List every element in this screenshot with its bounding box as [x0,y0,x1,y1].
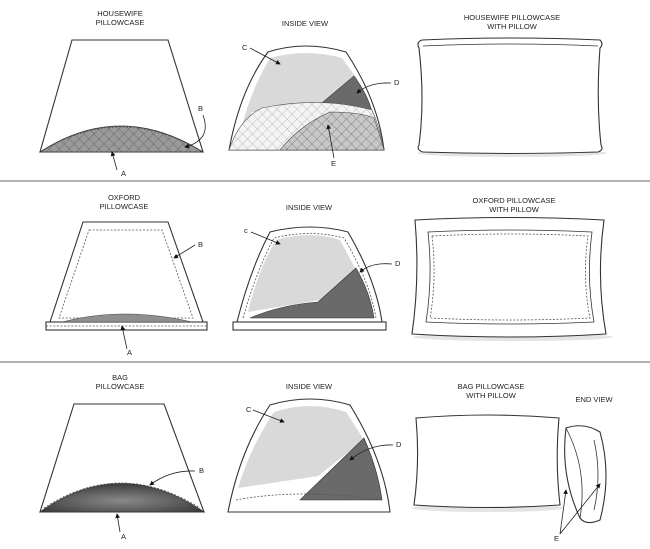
bag-inside-label-c: C [246,405,252,414]
bag-inside-view: INSIDE VIEW C D [227,382,402,513]
bag-pillow-title-1: BAG PILLOWCASE [458,382,525,391]
oxford-pillow-stitch [429,233,591,321]
housewife-inside-pillow [238,53,358,142]
bag-flat-seam [43,482,201,509]
housewife-leader-e [326,124,335,159]
housewife-leader-c [249,47,281,65]
housewife-inside-title: INSIDE VIEW [282,19,329,28]
oxford-inside-title: INSIDE VIEW [286,203,333,212]
bag-leader-e-1 [559,489,568,535]
oxford-inside-view: INSIDE VIEW c D [232,203,401,331]
oxford-leader-b [173,244,196,259]
oxford-flat-title-1: OXFORD [108,193,141,202]
bag-flat-title-2: PILLOWCASE [96,382,145,391]
row-housewife: HOUSEWIFE PILLOWCASE B A INSIDE VIEW C D… [38,9,607,178]
bag-inside-title: INSIDE VIEW [286,382,333,391]
bag-pillow-view: BAG PILLOWCASE WITH PILLOW [412,382,564,512]
bag-end-view: END VIEW E [554,395,613,543]
housewife-flat-label-b: B [198,104,203,113]
oxford-inside-label-d: D [395,259,401,268]
oxford-leader-a [120,325,128,350]
bag-inside-flap-dark [299,437,383,501]
bag-leader-d [349,444,394,461]
oxford-leader-d [359,263,393,273]
bag-end-outline [564,425,607,524]
oxford-flat-border-seam [58,229,194,319]
housewife-inside-view: INSIDE VIEW C D E [228,19,400,168]
oxford-inside-seam [242,233,377,319]
bag-flat-label-b: B [199,466,204,475]
housewife-leader-b [184,114,206,149]
oxford-pillow-outline [411,216,607,338]
oxford-flat-outline [49,221,204,323]
housewife-inside-flap-hatch-dark [279,111,385,151]
bag-leader-e-2 [559,483,601,535]
row-bag: BAG PILLOWCASE B A INSIDE VIEW C D BAG P… [38,373,613,543]
bag-flat-label-a: A [121,532,126,541]
housewife-flat-view: HOUSEWIFE PILLOWCASE B A [38,9,206,178]
bag-end-label-e: E [554,534,559,543]
housewife-flat-title-1: HOUSEWIFE [97,9,142,18]
housewife-inside-label-c: C [242,43,248,52]
housewife-pillow-title-2: WITH PILLOW [487,22,538,31]
bag-pillow-shape [38,483,206,513]
row-oxford: OXFORD PILLOWCASE B A INSIDE VIEW c D [45,193,613,357]
oxford-flat-title-2: PILLOWCASE [100,202,149,211]
housewife-flap-seam [43,126,200,151]
bag-end-view-title: END VIEW [575,395,613,404]
oxford-flat-label-a: A [127,348,132,357]
oxford-pillow-inner-border [425,229,595,325]
housewife-inside-label-e: E [331,159,336,168]
oxford-flat-view: OXFORD PILLOWCASE B A [45,193,208,357]
bag-end-inner [593,439,599,511]
oxford-inside-pillow [248,235,356,312]
housewife-flap [38,125,205,153]
bag-flat-title-1: BAG [112,373,128,382]
bag-end-fold [565,427,583,519]
oxford-inside-band [232,321,387,331]
housewife-inside-label-d: D [394,78,400,87]
bag-leader-a [115,513,121,533]
bag-pillow-outline [413,414,561,509]
oxford-pillow-title-2: WITH PILLOW [489,205,540,214]
oxford-pillow-view: OXFORD PILLOWCASE WITH PILLOW [411,196,613,341]
housewife-pillow-view: HOUSEWIFE PILLOWCASE WITH PILLOW [417,13,607,157]
bag-inside-pillow [238,406,364,488]
housewife-flat-label-a: A [121,169,126,178]
housewife-leader-d [356,82,392,94]
bag-flat-view: BAG PILLOWCASE B A [38,373,206,541]
housewife-pillow-edge [422,43,599,47]
housewife-pillow-title-1: HOUSEWIFE PILLOWCASE [464,13,560,22]
housewife-pillow-outline [417,37,603,155]
housewife-leader-a [110,151,118,171]
oxford-flat-label-b: B [198,240,203,249]
oxford-inside-label-c: c [244,226,248,235]
oxford-flap [61,313,193,323]
oxford-inside-flap-dark [249,267,375,319]
oxford-pillow-title-1: OXFORD PILLOWCASE [473,196,556,205]
housewife-flat-title-2: PILLOWCASE [96,18,145,27]
bag-inside-label-d: D [396,440,402,449]
bag-inside-seam [235,493,383,501]
bag-leader-c [252,409,285,423]
oxford-leader-c [250,231,281,245]
bag-pillow-title-2: WITH PILLOW [466,391,517,400]
bag-leader-b [149,470,196,486]
